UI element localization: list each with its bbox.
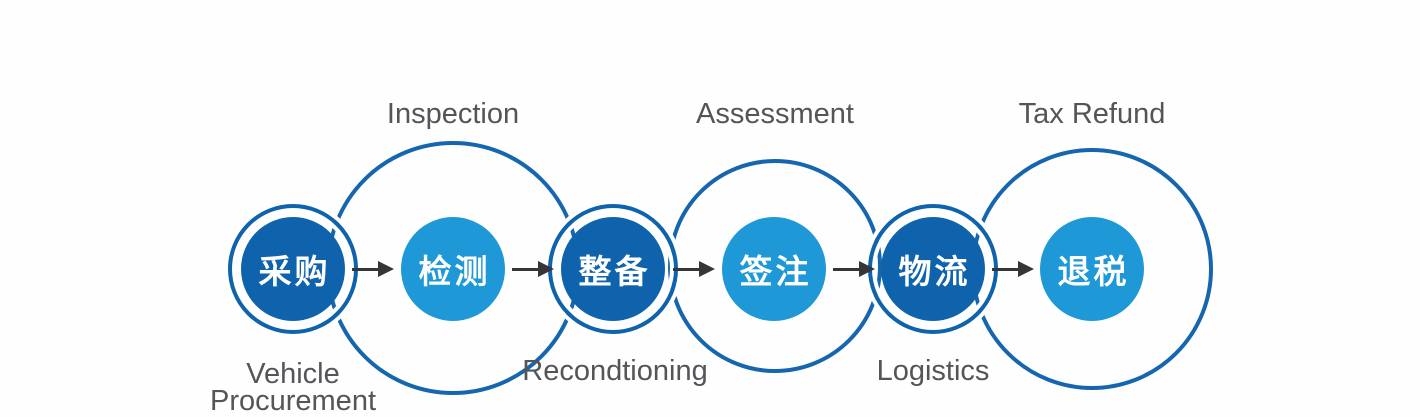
step-circle-reconditioning: 整备 bbox=[561, 217, 665, 321]
arrow-head-icon bbox=[378, 261, 394, 277]
step-circle-inspection: 检测 bbox=[401, 217, 505, 321]
step-label-cn-inspection: 检测 bbox=[418, 253, 491, 290]
arrow-head-icon bbox=[859, 261, 875, 277]
flow-arrow-3 bbox=[673, 261, 715, 277]
step-circle-tax-refund: 退税 bbox=[1040, 217, 1144, 321]
step-circle-procurement: 采购 bbox=[241, 217, 345, 321]
stage-label-vehicle-procurement: Vehicle Procurement bbox=[209, 358, 376, 417]
step-circle-endorsement: 签注 bbox=[722, 217, 826, 321]
stage-label-logistics: Logistics bbox=[876, 355, 990, 387]
flow-arrow-1 bbox=[352, 261, 394, 277]
arrow-shaft bbox=[833, 267, 861, 271]
stage-label-assessment: Assessment bbox=[696, 98, 854, 130]
flow-arrow-2 bbox=[512, 261, 554, 277]
step-circle-logistics: 物流 bbox=[881, 217, 985, 321]
arrow-head-icon bbox=[699, 261, 715, 277]
arrow-shaft bbox=[512, 267, 540, 271]
stage-label-tax-refund: Tax Refund bbox=[1018, 98, 1166, 130]
flow-arrow-5 bbox=[992, 261, 1034, 277]
step-label-cn-endorsement: 签注 bbox=[739, 253, 812, 290]
step-label-cn-procurement: 采购 bbox=[258, 253, 331, 290]
step-label-cn-tax-refund: 退税 bbox=[1057, 253, 1130, 290]
arrow-head-icon bbox=[538, 261, 554, 277]
arrow-shaft bbox=[992, 267, 1020, 271]
arrow-head-icon bbox=[1018, 261, 1034, 277]
arrow-shaft bbox=[673, 267, 701, 271]
step-label-cn-reconditioning: 整备 bbox=[578, 253, 651, 290]
step-label-cn-logistics: 物流 bbox=[898, 253, 971, 290]
flow-arrow-4 bbox=[833, 261, 875, 277]
stage-label-inspection: Inspection bbox=[386, 98, 520, 130]
stage-label-reconditioning: Recondtioning bbox=[522, 355, 708, 387]
arrow-shaft bbox=[352, 267, 380, 271]
